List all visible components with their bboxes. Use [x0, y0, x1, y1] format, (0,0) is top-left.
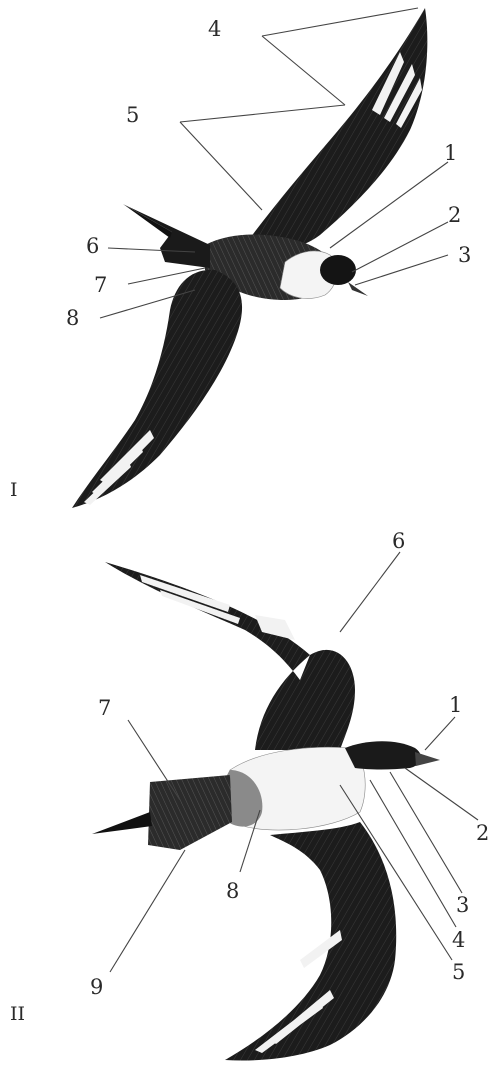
- panel-2-upper-wing: [105, 562, 355, 750]
- panel-1-label-1: 1: [444, 141, 457, 165]
- panel-2-upper-wing-primaries-highlight: [140, 575, 295, 640]
- panel-1-label-8: 8: [66, 306, 79, 330]
- panel-2-label-5: 5: [452, 960, 465, 984]
- panel-1-tail-streamers: [123, 204, 172, 238]
- panel-2-label-1: 1: [449, 693, 462, 717]
- panel-2-label-2: 2: [476, 821, 489, 845]
- panel-2-label-9: 9: [90, 975, 103, 999]
- panel-2-label-4: 4: [452, 928, 465, 952]
- panel-1-label-5: 5: [126, 103, 139, 127]
- panel-2-label-3: 3: [456, 893, 469, 917]
- panel-2-label-6: 6: [392, 529, 405, 553]
- panel-1-lower-wing: [72, 270, 242, 508]
- panel-2-label-8: 8: [226, 879, 239, 903]
- panel-1-label-2: 2: [448, 203, 461, 227]
- panel-2-tail-streamers: [92, 812, 152, 834]
- panel-2-label-7: 7: [98, 696, 111, 720]
- panel-1-head: [320, 255, 356, 285]
- panel-1-bird-illustration: [72, 8, 427, 508]
- panel-1-label-4: 4: [208, 17, 221, 41]
- panel-2-head: [345, 741, 421, 769]
- panel-2-numeral: II: [10, 1003, 25, 1025]
- panel-2-tail: [148, 775, 232, 850]
- panel-2-bill: [415, 752, 440, 766]
- panel-1-label-6: 6: [86, 234, 99, 258]
- panel-1-numeral: I: [10, 479, 18, 501]
- panel-1-label-3: 3: [458, 243, 471, 267]
- panel-2-lower-wing: [225, 822, 396, 1060]
- panel-1-label-7: 7: [94, 273, 107, 297]
